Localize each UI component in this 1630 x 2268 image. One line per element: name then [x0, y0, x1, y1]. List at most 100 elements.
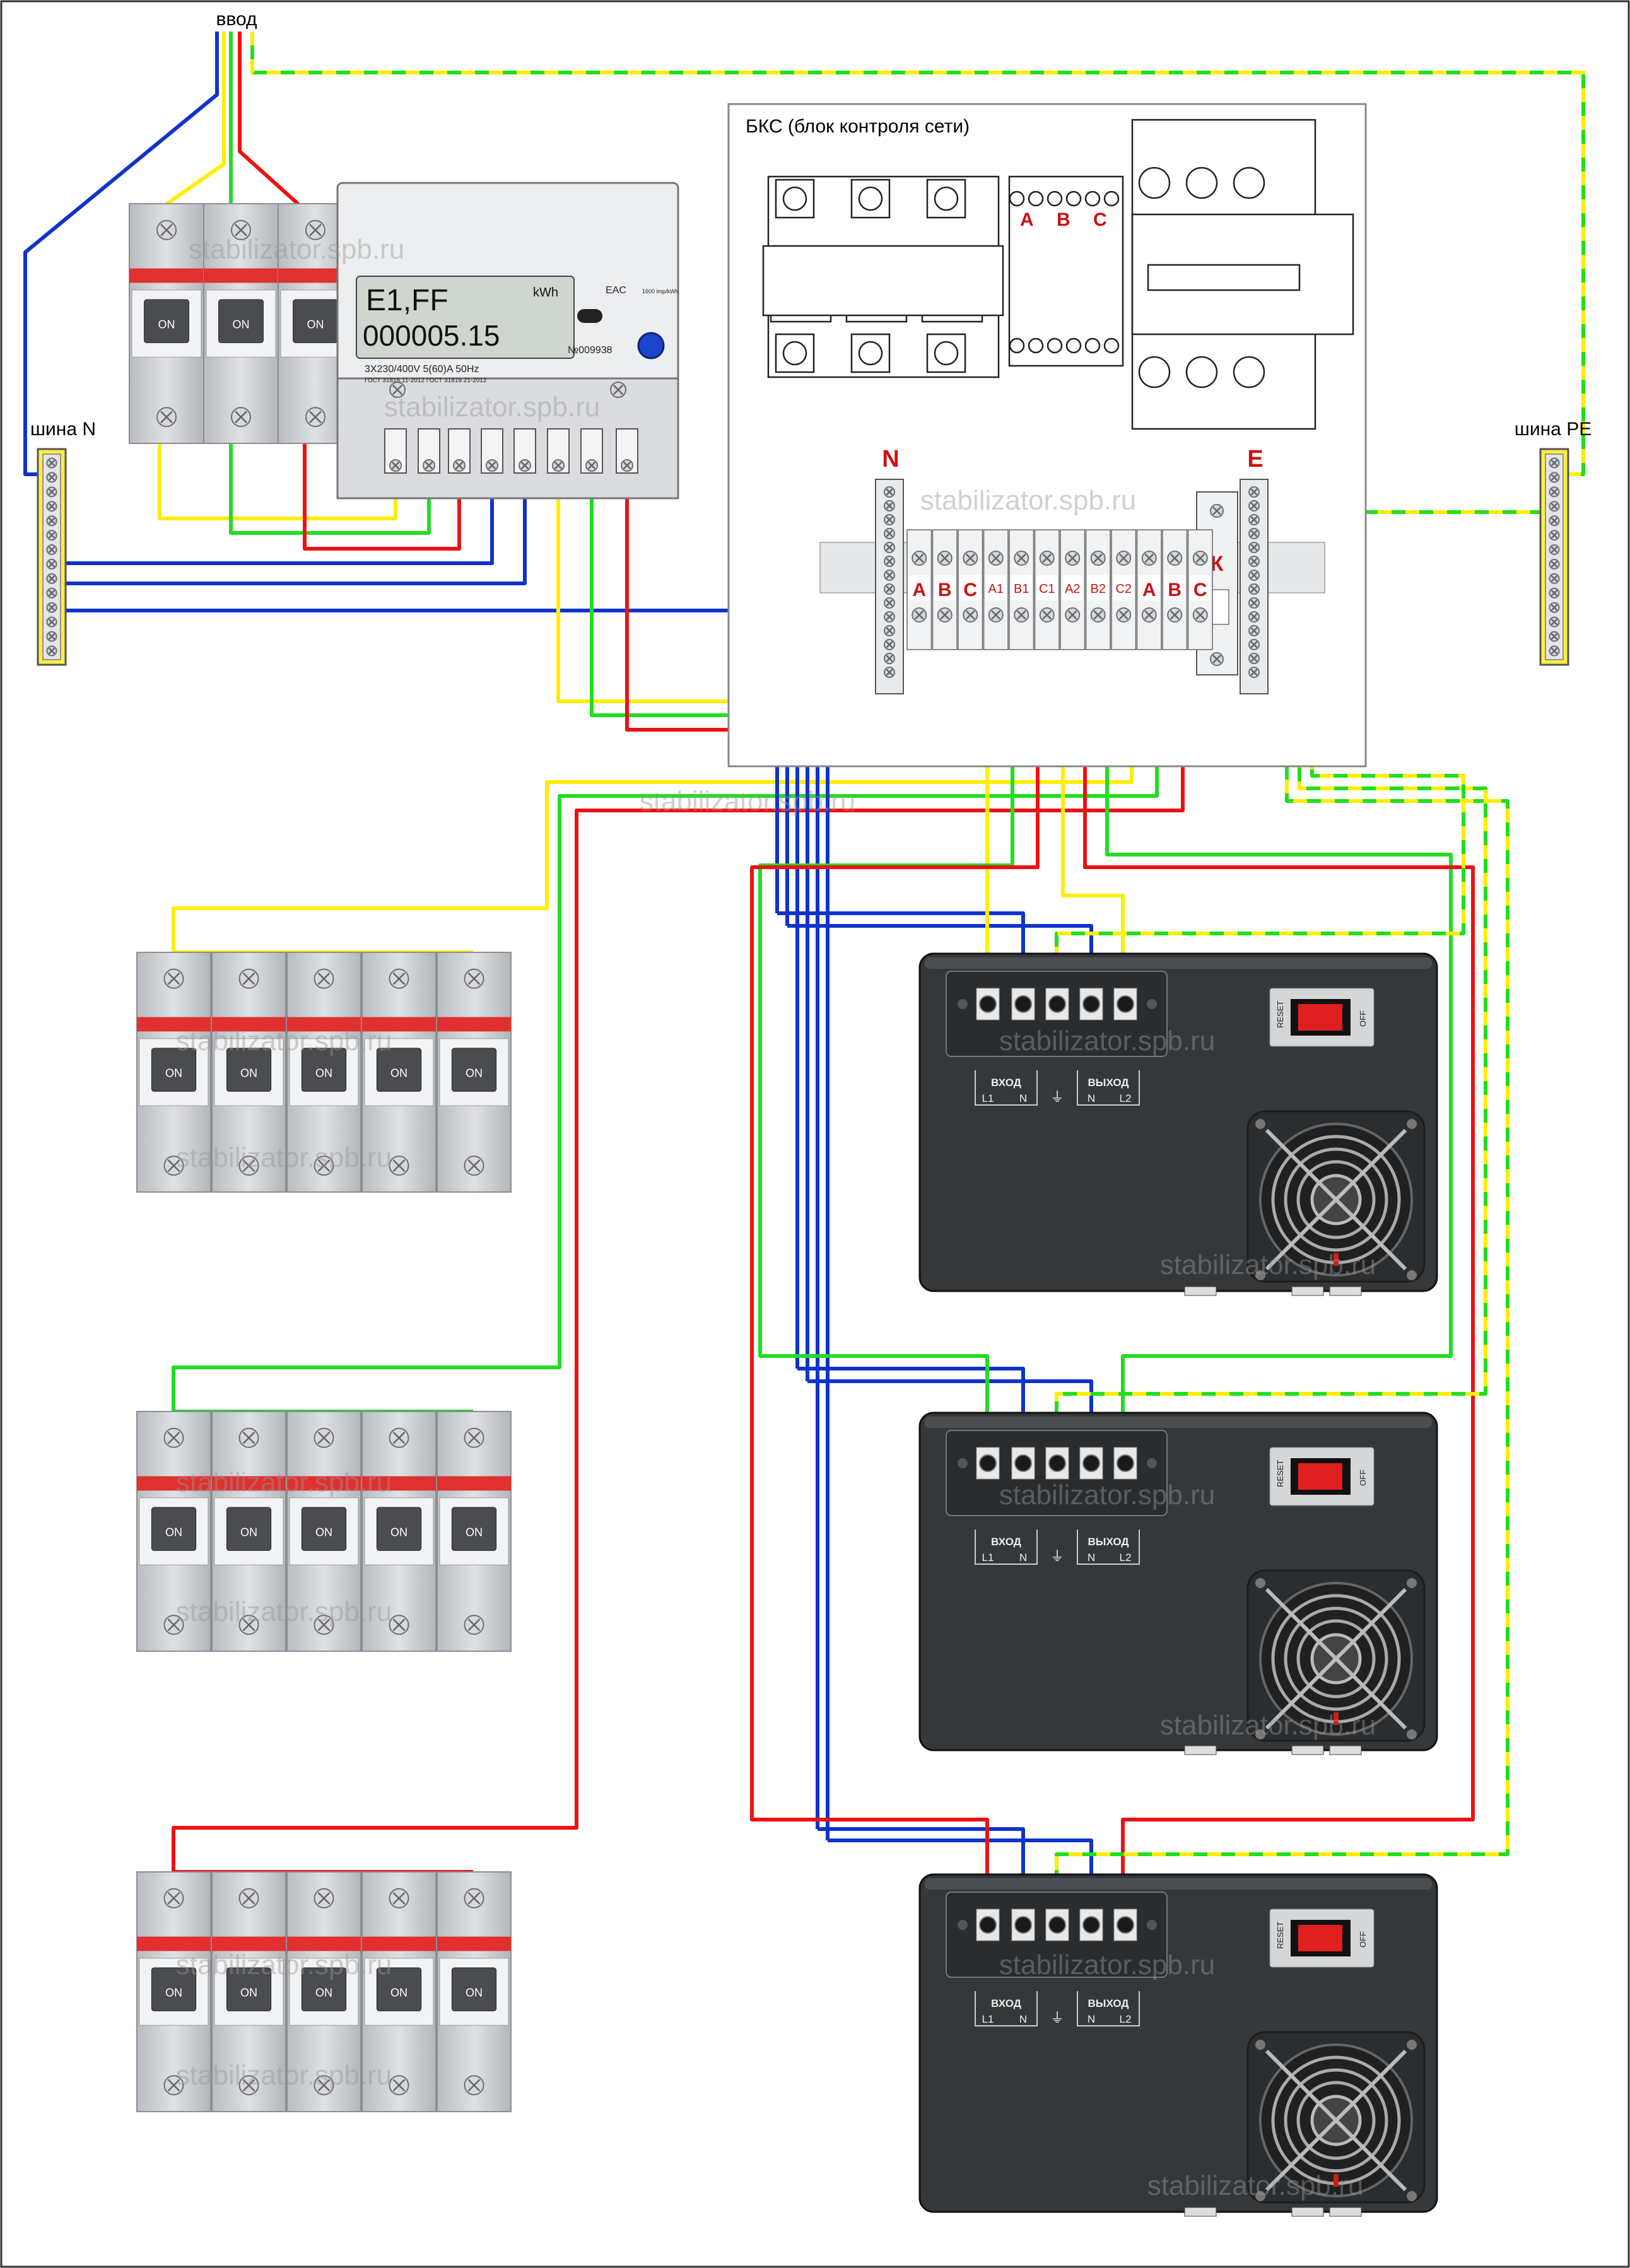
screw-terminal	[1248, 597, 1260, 609]
screw-terminal	[1248, 486, 1260, 498]
meter-terminal	[621, 459, 633, 472]
screw-terminal	[389, 2075, 409, 2096]
screw-terminal	[231, 407, 251, 428]
load-breaker: ON	[437, 1411, 512, 1652]
screw-terminal	[389, 1155, 409, 1176]
watermark-text: stabilizator.spb.ru	[176, 2060, 392, 2091]
screw-terminal	[464, 2075, 484, 2096]
meter-button	[637, 332, 665, 359]
meter-terminal	[519, 459, 531, 472]
screw-terminal	[1248, 570, 1260, 581]
screw-terminal	[988, 607, 1004, 623]
screw-terminal	[884, 583, 895, 595]
stabilizer-terminal-label: L1	[982, 1092, 994, 1104]
screw-terminal	[1248, 667, 1260, 678]
breaker-on-label: ON	[240, 1526, 257, 1539]
stabilizer-output-label: ВЫХОД	[1088, 1997, 1129, 2009]
watermark-text: stabilizator.spb.ru	[176, 1026, 392, 1056]
screw-terminal	[1090, 607, 1106, 623]
screw-terminal	[1549, 530, 1560, 541]
stabilizer-terminal-label: N	[1019, 2013, 1027, 2025]
stabilizer-terminal-label: N	[1019, 1552, 1027, 1564]
feed-neutral	[23, 32, 219, 476]
stabilizer-terminal-label: N	[1088, 2013, 1095, 2025]
screw-terminal	[46, 645, 57, 657]
watermark-text: stabilizator.spb.ru	[176, 1142, 392, 1173]
watermark-text: stabilizator.spb.ru	[640, 786, 855, 817]
input-label: ввод	[216, 9, 257, 30]
screw-terminal	[1549, 587, 1560, 599]
screw-terminal	[884, 486, 895, 498]
terminal-label: C	[963, 580, 977, 600]
screw-terminal	[1549, 573, 1560, 584]
screw-terminal	[314, 968, 334, 989]
screw-terminal	[884, 500, 895, 511]
watermark-text: stabilizator.spb.ru	[1147, 2170, 1363, 2201]
out-b-to-breakers	[172, 638, 1159, 1412]
screw-terminal	[1039, 551, 1055, 566]
load-breaker: ON	[211, 1871, 286, 2112]
breaker-on-label: ON	[466, 1987, 483, 1999]
stabilizer-terminal-label: N	[1088, 1092, 1095, 1104]
screw-terminal	[1549, 486, 1560, 498]
screw-terminal	[163, 968, 184, 989]
screw-terminal	[1248, 639, 1260, 650]
screw-terminal	[389, 382, 406, 398]
out-c-to-breakers	[172, 638, 1185, 1872]
stabilizer-terminal-label: N	[1019, 1092, 1027, 1104]
screw-terminal	[1549, 472, 1560, 483]
terminal-label: B	[938, 580, 952, 600]
breaker-on-label: ON	[466, 1067, 483, 1080]
screw-terminal	[884, 653, 895, 664]
load-breaker: ON	[361, 1871, 437, 2112]
screw-terminal	[464, 1427, 484, 1448]
screw-terminal	[238, 1155, 259, 1176]
terminal-label: A	[912, 580, 926, 600]
screw-terminal	[1014, 551, 1029, 566]
load-breaker: ON	[211, 952, 286, 1193]
breaker-on-label: ON	[390, 1987, 408, 1999]
screw-terminal	[464, 1888, 484, 1909]
stabilizer-off-label: OFF	[1358, 1470, 1368, 1486]
screw-terminal	[1549, 631, 1560, 642]
stabilizer-off-label: OFF	[1358, 1931, 1368, 1948]
terminal-label: C2	[1115, 582, 1132, 596]
screw-terminal	[1065, 607, 1081, 623]
screw-terminal	[1116, 551, 1132, 566]
screw-terminal	[163, 2075, 184, 2096]
screw-terminal	[963, 607, 978, 623]
screw-terminal	[884, 625, 895, 636]
feed-phase-a	[160, 32, 226, 210]
screw-terminal	[1549, 501, 1560, 512]
load-breaker: ON	[211, 1411, 286, 1652]
stabilizer-off-label: OFF	[1358, 1010, 1368, 1027]
terminal-label: B2	[1091, 582, 1106, 596]
breaker-on-label: ON	[315, 1526, 332, 1539]
meter-eac: EAC	[606, 285, 626, 296]
bus-bar-n	[37, 448, 67, 666]
screw-terminal	[1039, 607, 1055, 623]
screw-terminal	[314, 1155, 334, 1176]
breaker-on-label: ON	[390, 1067, 408, 1080]
breaker-on-label: ON	[158, 319, 175, 331]
screw-terminal	[464, 1615, 484, 1635]
screw-terminal	[314, 2075, 334, 2096]
c1-to-stab3	[750, 638, 1040, 1908]
stabilizer-reset-label: RESET	[1275, 1922, 1285, 1949]
terminal-label: A2	[1065, 582, 1080, 596]
terminal-label: B1	[1014, 582, 1029, 596]
stabilizer-output-label: ВЫХОД	[1088, 1077, 1129, 1089]
stabilizer-terminal-label: ⏚	[1050, 1548, 1064, 1564]
bus-pe-label: шина PE	[1515, 419, 1592, 440]
screw-terminal	[156, 407, 177, 428]
screw-terminal	[46, 631, 57, 642]
watermark-text: stabilizator.spb.ru	[999, 1949, 1215, 1980]
screw-terminal	[1549, 457, 1560, 469]
